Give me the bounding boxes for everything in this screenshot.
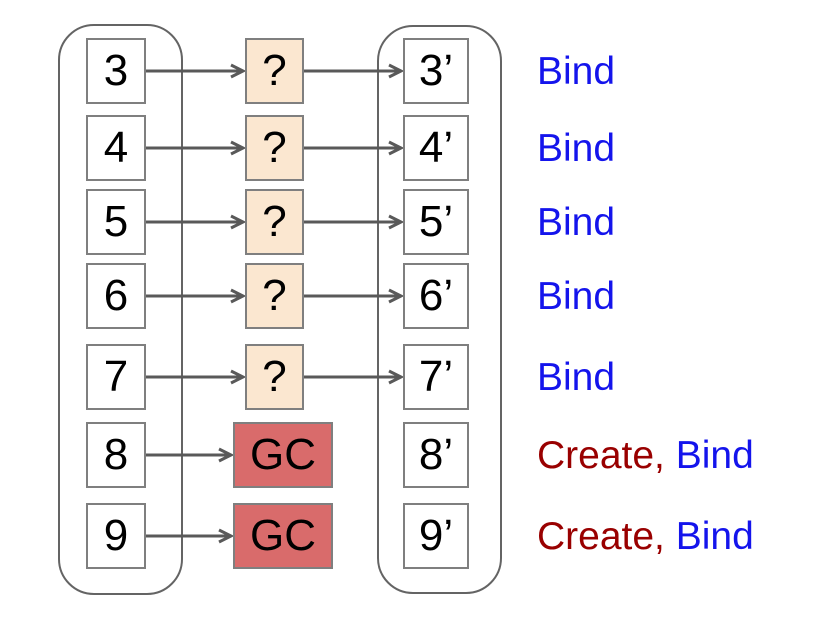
action-text: Bind <box>537 200 616 244</box>
row-action-label: Create, Bind <box>537 503 754 569</box>
source-box: 7 <box>86 344 146 410</box>
row-action-label: Bind <box>537 344 615 410</box>
arrow-source-to-middle <box>146 63 247 79</box>
source-group-container <box>58 24 183 595</box>
action-text: Create, <box>537 433 676 477</box>
row-action-label: Bind <box>537 263 615 329</box>
action-text: Bind <box>675 433 754 477</box>
action-text: Bind <box>675 514 754 558</box>
arrow-source-to-middle <box>146 288 247 304</box>
middle-question-box: ? <box>245 115 304 181</box>
target-box: 9’ <box>403 503 469 569</box>
action-text: Bind <box>537 274 616 318</box>
middle-gc-box: GC <box>233 503 333 569</box>
action-text: Bind <box>537 355 616 399</box>
row-action-label: Create, Bind <box>537 422 754 488</box>
source-box: 3 <box>86 38 146 104</box>
row-action-label: Bind <box>537 189 615 255</box>
target-box: 6’ <box>403 263 469 329</box>
target-box: 8’ <box>403 422 469 488</box>
arrow-source-to-middle <box>146 369 247 385</box>
middle-gc-box: GC <box>233 422 333 488</box>
action-text: Bind <box>537 49 616 93</box>
arrow-middle-to-target <box>304 288 405 304</box>
row-action-label: Bind <box>537 115 615 181</box>
middle-question-box: ? <box>245 263 304 329</box>
source-box: 8 <box>86 422 146 488</box>
arrow-source-to-middle <box>146 528 235 544</box>
action-text: Bind <box>537 126 616 170</box>
source-box: 9 <box>86 503 146 569</box>
arrow-middle-to-target <box>304 140 405 156</box>
source-box: 5 <box>86 189 146 255</box>
target-box: 4’ <box>403 115 469 181</box>
row-action-label: Bind <box>537 38 615 104</box>
arrow-middle-to-target <box>304 369 405 385</box>
arrow-source-to-middle <box>146 214 247 230</box>
middle-question-box: ? <box>245 344 304 410</box>
source-box: 4 <box>86 115 146 181</box>
source-box: 6 <box>86 263 146 329</box>
target-box: 5’ <box>403 189 469 255</box>
arrow-source-to-middle <box>146 140 247 156</box>
arrow-source-to-middle <box>146 447 235 463</box>
arrow-middle-to-target <box>304 63 405 79</box>
action-text: Create, <box>537 514 676 558</box>
middle-question-box: ? <box>245 38 304 104</box>
target-group-container <box>377 25 502 594</box>
arrow-middle-to-target <box>304 214 405 230</box>
target-box: 7’ <box>403 344 469 410</box>
target-box: 3’ <box>403 38 469 104</box>
middle-question-box: ? <box>245 189 304 255</box>
